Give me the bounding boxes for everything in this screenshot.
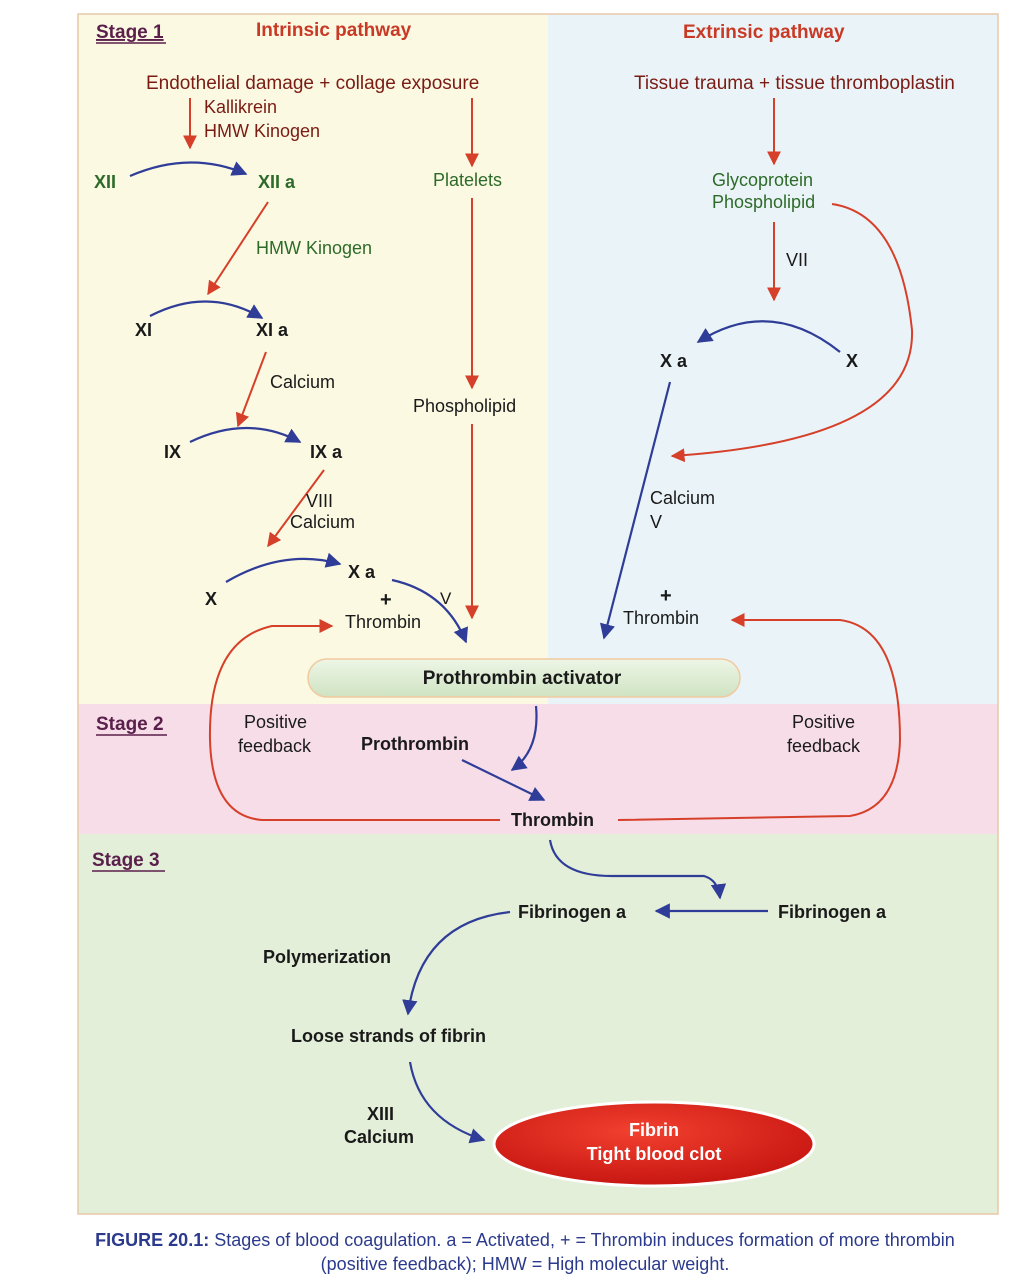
stabilization-arrow bbox=[408, 1061, 486, 1144]
xii-activation-arrow bbox=[129, 161, 248, 178]
stage2-label: Stage 2 bbox=[96, 714, 164, 735]
thrombin-label-stage2: Thrombin bbox=[511, 810, 594, 830]
stage1-intrinsic-panel bbox=[78, 14, 548, 704]
fibrin-label: Fibrin bbox=[629, 1120, 679, 1140]
polymerization-label: Polymerization bbox=[263, 947, 391, 967]
figure-border bbox=[77, 13, 999, 1215]
xiia-to-xi-arrow bbox=[207, 201, 269, 296]
positive-feedback-right-line1: Positive bbox=[792, 712, 855, 732]
factor-ix: IX bbox=[164, 442, 181, 462]
xa-to-activator-arrow-intrinsic bbox=[391, 578, 468, 644]
hmw-kinogen-label-2: HMW Kinogen bbox=[256, 238, 372, 258]
factor-xi: XI bbox=[135, 320, 152, 340]
caption-line-2: (positive feedback); HMW = High molecula… bbox=[320, 1254, 730, 1274]
prothrombin-activator-box bbox=[307, 658, 741, 698]
thrombin-to-fibrinogen-arrow bbox=[548, 839, 727, 900]
caption-text-1: Stages of blood coagulation. a = Activat… bbox=[209, 1230, 955, 1250]
calcium-label-extrinsic: Calcium bbox=[650, 488, 715, 508]
intrinsic-trigger: Endothelial damage + collage exposure bbox=[146, 73, 479, 94]
caption-label: FIGURE 20.1: bbox=[95, 1230, 210, 1250]
prothrombin-activator-label: Prothrombin activator bbox=[423, 668, 622, 689]
fibrin-clot-ellipse bbox=[492, 1100, 816, 1188]
factor-xia: XI a bbox=[256, 320, 289, 340]
stage2-panel bbox=[78, 704, 998, 834]
prothrombin-to-thrombin-arrow bbox=[461, 759, 546, 801]
platelets-label: Platelets bbox=[433, 170, 502, 190]
phospholipid-feedback-arrow bbox=[670, 203, 914, 463]
caption-line-1: FIGURE 20.1: Stages of blood coagulation… bbox=[20, 1228, 1030, 1252]
xia-to-ix-arrow bbox=[235, 351, 267, 428]
ix-activation-arrow bbox=[189, 427, 302, 443]
fibrinogen-left-label: Fibrinogen a bbox=[518, 902, 627, 922]
figure-caption: FIGURE 20.1: Stages of blood coagulation… bbox=[20, 1228, 1030, 1276]
tight-clot-label: Tight blood clot bbox=[587, 1144, 722, 1164]
stage3-label: Stage 3 bbox=[92, 850, 160, 871]
stage1-label: Stage 1 bbox=[96, 22, 164, 43]
factor-xa-extrinsic: X a bbox=[660, 351, 688, 371]
factor-xiia: XII a bbox=[258, 172, 296, 192]
prothrombin-label: Prothrombin bbox=[361, 734, 469, 754]
ixa-to-x-arrow bbox=[267, 469, 325, 548]
xi-activation-arrow bbox=[149, 300, 264, 319]
plus-sign-intrinsic: + bbox=[380, 589, 392, 611]
positive-feedback-left-line1: Positive bbox=[244, 712, 307, 732]
factor-v-label-intrinsic: V bbox=[440, 589, 452, 608]
x-activation-arrow-extrinsic bbox=[696, 320, 841, 353]
factor-x-intrinsic: X bbox=[205, 589, 217, 609]
thrombin-label-extrinsic: Thrombin bbox=[623, 608, 699, 628]
plus-sign-extrinsic: + bbox=[660, 585, 672, 607]
thrombin-label-intrinsic: Thrombin bbox=[345, 612, 421, 632]
intrinsic-pathway-title: Intrinsic pathway bbox=[256, 20, 412, 41]
factor-x-extrinsic: X bbox=[846, 351, 858, 371]
xa-to-activator-arrow-extrinsic bbox=[600, 381, 672, 640]
extrinsic-pathway-title: Extrinsic pathway bbox=[683, 22, 845, 43]
factor-xa-intrinsic: X a bbox=[348, 562, 376, 582]
extrinsic-trigger: Tissue trauma + tissue thromboplastin bbox=[634, 73, 955, 94]
factor-viii-label: VIII bbox=[306, 491, 333, 511]
glycoprotein-label: Glycoprotein bbox=[712, 170, 813, 190]
x-activation-arrow-intrinsic bbox=[225, 552, 342, 583]
positive-feedback-left-arrow bbox=[208, 619, 500, 821]
positive-feedback-right-arrow bbox=[617, 613, 902, 821]
positive-feedback-left-line2: feedback bbox=[238, 736, 312, 756]
phospholipid-label-extrinsic: Phospholipid bbox=[712, 192, 815, 212]
positive-feedback-right-line2: feedback bbox=[787, 736, 861, 756]
loose-strands-label: Loose strands of fibrin bbox=[291, 1026, 486, 1046]
activator-to-thrombin-arrow bbox=[510, 705, 538, 771]
hmw-kinogen-label-1: HMW Kinogen bbox=[204, 121, 320, 141]
factor-xii: XII bbox=[94, 172, 116, 192]
factor-xiii-label: XIII bbox=[367, 1104, 394, 1124]
calcium-label-2: Calcium bbox=[290, 512, 355, 532]
factor-ixa: IX a bbox=[310, 442, 343, 462]
fibrinogen-right-label: Fibrinogen a bbox=[778, 902, 887, 922]
phospholipid-label: Phospholipid bbox=[413, 396, 516, 416]
kallikrein-label: Kallikrein bbox=[204, 97, 277, 117]
polymerization-arrow bbox=[402, 910, 511, 1016]
calcium-label-stage3: Calcium bbox=[344, 1127, 414, 1147]
factor-v-label-extrinsic: V bbox=[650, 512, 662, 532]
factor-vii-label: VII bbox=[786, 250, 808, 270]
calcium-label-1: Calcium bbox=[270, 372, 335, 392]
